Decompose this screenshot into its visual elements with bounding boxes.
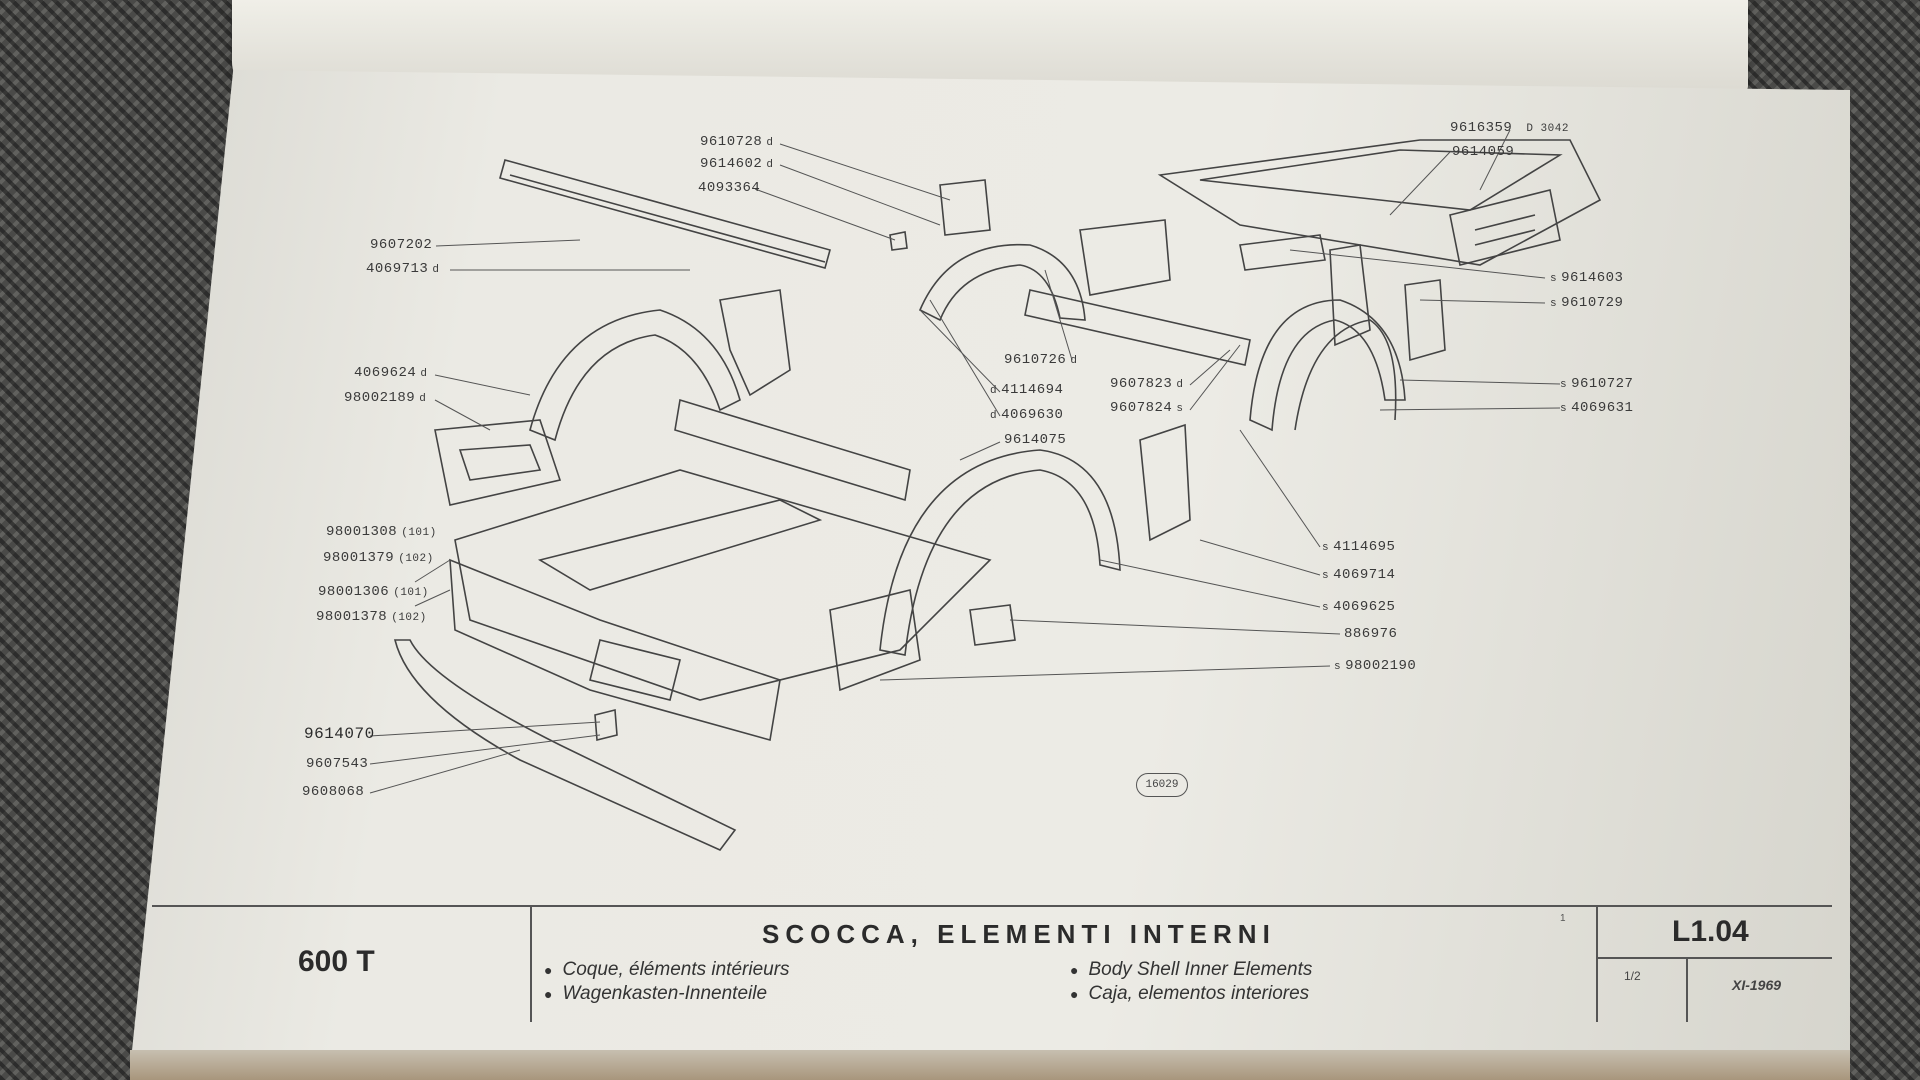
divider xyxy=(1596,907,1598,1022)
right-front-panel xyxy=(829,589,921,692)
title-block: 600 T SCOCCA, ELEMENTI INTERNI Coque, él… xyxy=(152,905,1832,1027)
model-name: 600 T xyxy=(298,945,375,978)
support-strut xyxy=(969,604,1016,646)
bumper xyxy=(393,639,737,851)
front-crossmember xyxy=(674,398,911,502)
clip-part xyxy=(889,231,908,251)
subtitle-en: Body Shell Inner Elements xyxy=(1070,959,1312,981)
part-label: 98001306(101) xyxy=(318,584,429,600)
subtitle-es: Caja, elementos interiores xyxy=(1070,983,1309,1005)
section-title: SCOCCA, ELEMENTI INTERNI xyxy=(762,919,1276,949)
part-label: 9614059 xyxy=(1452,144,1515,160)
bracket-small xyxy=(594,708,618,742)
rear-wheel-arch-2 xyxy=(1294,319,1397,431)
left-panel xyxy=(434,419,562,506)
figure-reference: 16029 xyxy=(1136,773,1188,797)
roof-crossmember xyxy=(499,159,831,269)
left-bracket xyxy=(719,289,791,397)
window-frame xyxy=(939,179,991,236)
part-label: 98001378(102) xyxy=(316,609,427,625)
part-label: 9607543 xyxy=(306,756,369,772)
subtitle-de: Wagenkasten-Innenteile xyxy=(544,983,767,1005)
rear-wheel-arch xyxy=(1249,299,1406,432)
part-label: 9614070 xyxy=(304,725,375,743)
issue-date: XI-1969 xyxy=(1732,977,1782,993)
right-front-arch xyxy=(879,449,1121,656)
sheet-number: 1/2 xyxy=(1624,969,1641,983)
part-label: 9608068 xyxy=(302,784,365,800)
floor-tunnel xyxy=(537,499,823,591)
engine-lid-frame xyxy=(1449,189,1561,266)
rear-pillar xyxy=(1329,244,1371,347)
rear-bracket-right xyxy=(1404,279,1446,362)
rear-bracket xyxy=(1079,219,1171,296)
floor-pan xyxy=(454,469,992,701)
divider xyxy=(1596,957,1832,959)
section-code: L1.04 xyxy=(1672,915,1749,948)
divider xyxy=(1686,957,1688,1022)
part-label: 4093364 xyxy=(698,180,761,196)
rear-arch-left xyxy=(918,243,1086,322)
part-label: 886976 xyxy=(1344,626,1398,642)
tick-mark: 1 xyxy=(1560,913,1566,924)
part-label: 9607202 xyxy=(370,237,433,253)
engine-compartment xyxy=(1157,139,1602,266)
page-edge xyxy=(130,1050,1850,1080)
part-label: 98001308(101) xyxy=(326,524,437,540)
right-side-pillar xyxy=(1139,423,1191,542)
rear-tray xyxy=(1239,234,1326,271)
front-apron xyxy=(449,558,781,742)
part-label: 98001379(102) xyxy=(323,550,434,566)
left-wheel-arch xyxy=(529,309,741,442)
divider xyxy=(530,907,532,1022)
part-label: 9614075 xyxy=(1004,432,1067,448)
subtitle-fr: Coque, éléments intérieurs xyxy=(544,959,789,981)
catalog-page xyxy=(130,70,1850,1070)
rear-crossbeam xyxy=(1024,289,1251,366)
